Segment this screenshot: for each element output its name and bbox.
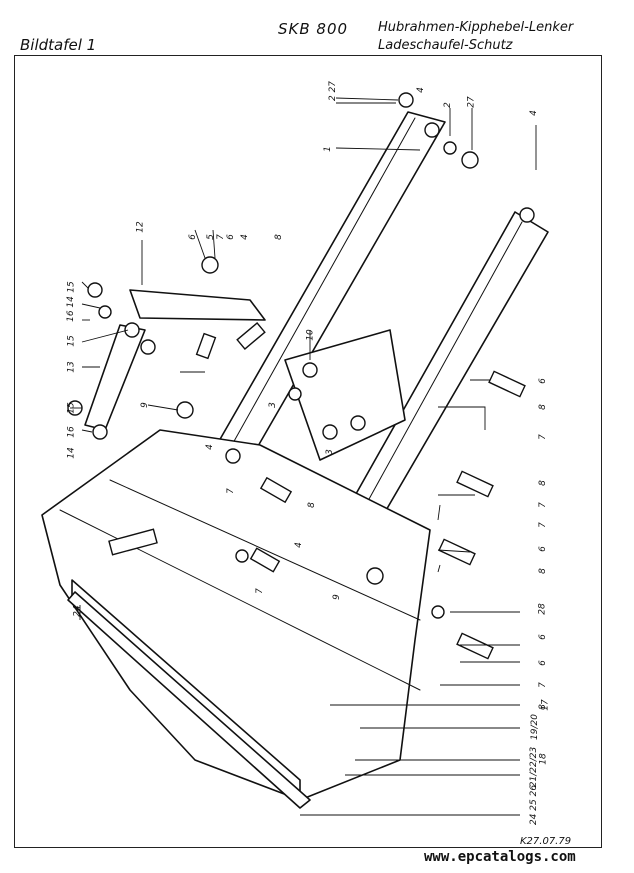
callout: 2 27 <box>328 80 339 102</box>
callout: 3 <box>267 402 278 408</box>
callout: 9 <box>139 402 150 408</box>
callout: 15 <box>66 402 77 414</box>
callout: 4 <box>293 542 304 548</box>
callout: 8 <box>273 234 284 240</box>
callout: 7 <box>215 234 226 240</box>
wear-block <box>108 528 158 556</box>
callout: 24 25 26 <box>529 784 540 826</box>
callout: 7 <box>537 682 548 688</box>
callout: 6 <box>537 378 548 384</box>
watermark-link[interactable]: www.epcatalogs.com <box>424 849 576 865</box>
bushing-27-top <box>398 92 414 108</box>
callout: 27 <box>466 96 477 108</box>
callout: 3 <box>324 449 335 455</box>
callout: 21/22/23 <box>529 746 540 788</box>
callout: 8 <box>306 502 317 508</box>
callout: 8 <box>537 404 548 410</box>
callout: 7 <box>254 588 265 594</box>
callout: 7 <box>537 434 548 440</box>
cutting-blade <box>67 591 311 809</box>
callout: 19/20 <box>529 714 540 740</box>
callout: 2 <box>442 102 453 108</box>
callout: 13 <box>66 361 77 373</box>
callout: 4 <box>528 110 539 116</box>
callout: 16 14 <box>65 296 76 322</box>
bushing-10 <box>302 362 318 378</box>
model-number: SKB 800 <box>278 20 349 38</box>
bushing-15 <box>87 282 103 298</box>
callout: 6 <box>537 546 548 552</box>
callout: 15 <box>66 335 77 347</box>
callout: 9 <box>331 594 342 600</box>
callout: 7 <box>537 502 548 508</box>
callout: 24 <box>72 605 83 617</box>
callout: 15 <box>66 281 77 293</box>
bushing-27 <box>461 151 479 169</box>
title-line-1: Hubrahmen-Kipphebel-Lenker <box>378 20 574 35</box>
washer-28 <box>431 605 445 619</box>
callout: 8 <box>537 568 548 574</box>
callout: 5 <box>205 234 216 240</box>
callout: 6 <box>225 234 236 240</box>
callout: 7 <box>225 488 236 494</box>
title-line-2: Ladeschaufel-Schutz <box>378 38 513 53</box>
callout: 10 <box>305 329 316 341</box>
callout: 12 <box>135 221 146 233</box>
plate-label: Bildtafel 1 <box>20 36 97 54</box>
bushing-6 <box>201 256 219 274</box>
drawing-code: K27.07.79 <box>520 836 572 847</box>
callout: 6 <box>537 634 548 640</box>
callout: 4 <box>415 87 426 93</box>
callout: 1 <box>322 146 333 152</box>
callout: 6 <box>537 660 548 666</box>
callout: 8 <box>537 480 548 486</box>
callout: 4 <box>239 234 250 240</box>
tilt-lever <box>129 289 266 321</box>
callout: 4 <box>204 444 215 450</box>
callout: 7 <box>537 522 548 528</box>
callout: 14 <box>66 447 77 459</box>
callout: 17 <box>540 699 551 711</box>
callout: 16 <box>66 426 77 438</box>
callout: 28 <box>537 603 548 615</box>
callout: 6 <box>187 234 198 240</box>
cross-member <box>284 329 406 461</box>
drawing-frame <box>14 55 602 848</box>
callout: 18 <box>538 753 549 765</box>
